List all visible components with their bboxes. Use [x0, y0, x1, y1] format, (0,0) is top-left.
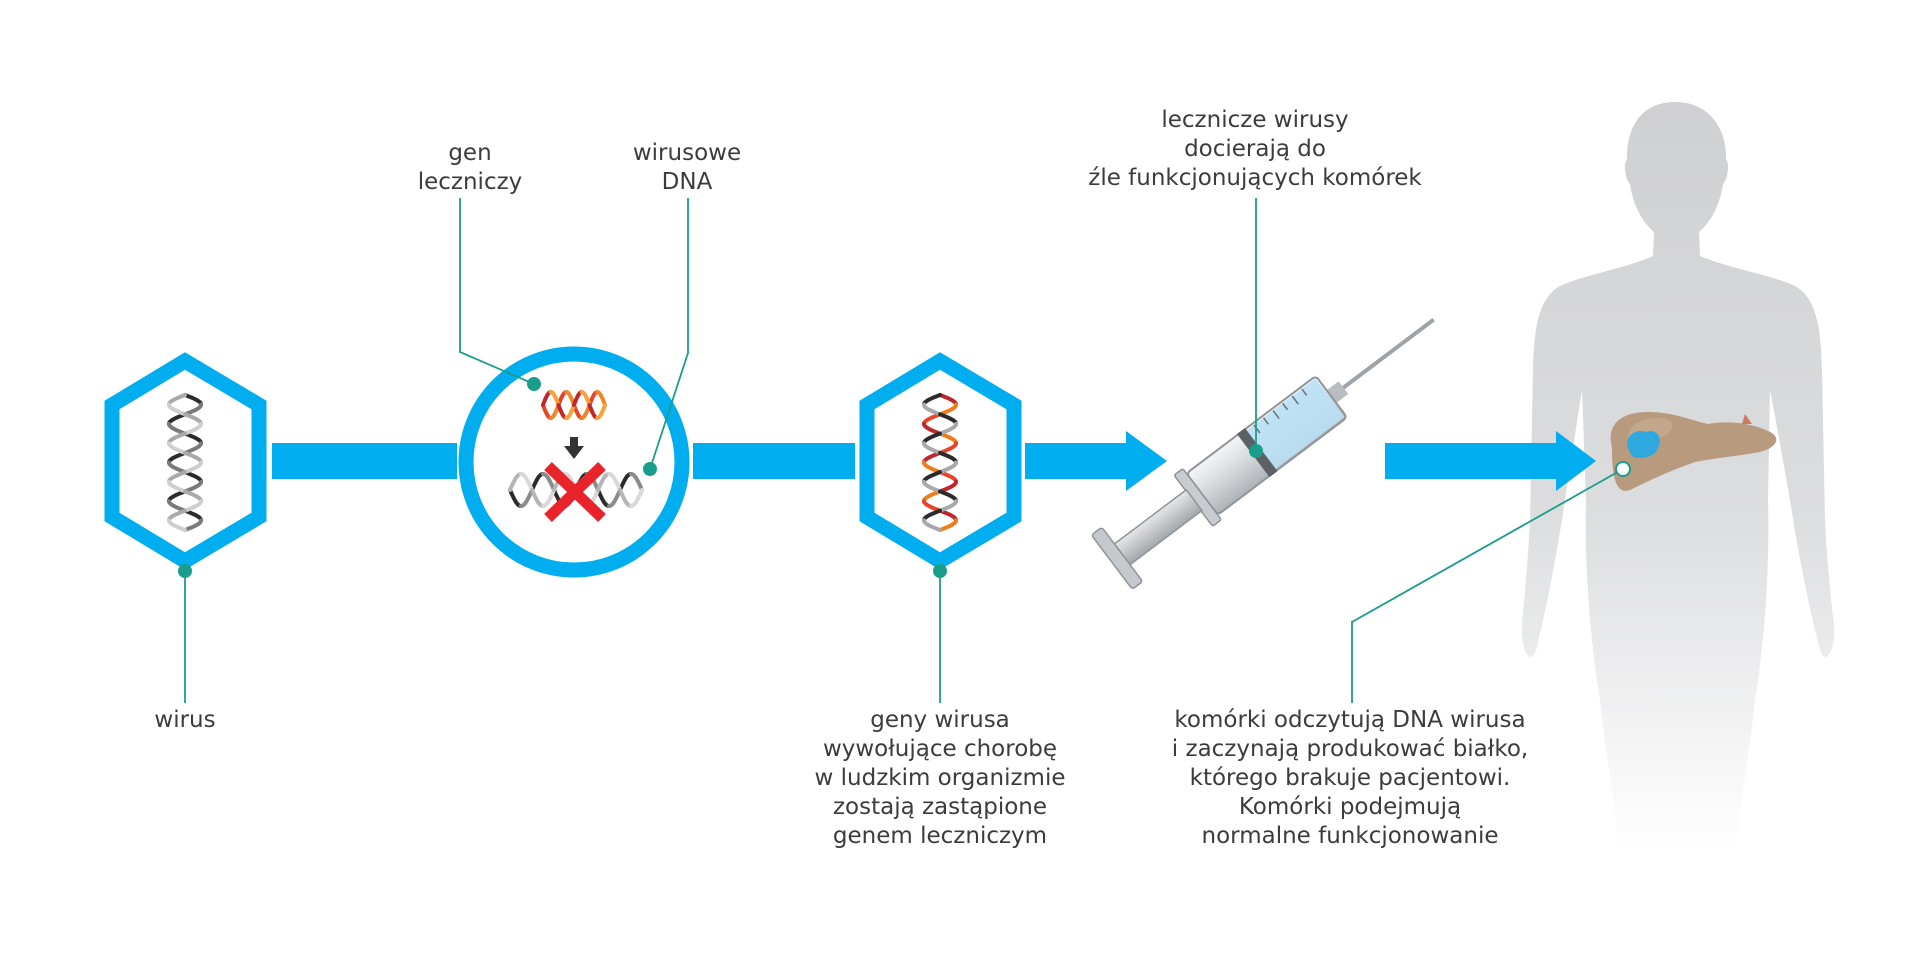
connector-bar-1 — [272, 443, 457, 479]
red-x-icon — [544, 462, 606, 522]
magnifier-circle-icon — [458, 346, 690, 578]
modified-dna-helix-icon — [922, 393, 958, 532]
virus-hexagon-icon — [104, 352, 267, 570]
label-viruses-reach-cells: lecznicze wirusy docierają do źle funkcj… — [1088, 107, 1422, 191]
syringe-icon — [1091, 318, 1435, 589]
leader-cells-line — [1351, 468, 1624, 703]
leader-viral-dna — [649, 198, 689, 470]
modified-virus-hexagon-icon — [859, 352, 1022, 570]
label-replaced-genes: geny wirusa wywołujące chorobę w ludzkim… — [814, 707, 1066, 849]
label-therapeutic-gene: gen leczniczy — [417, 140, 523, 195]
leader-dots — [178, 377, 1631, 578]
liver-icon — [1610, 412, 1777, 491]
label-virus: wirus — [154, 707, 216, 733]
leader-lines — [184, 198, 1624, 703]
dna-helix-icon — [167, 393, 203, 532]
arrow-to-syringe — [1025, 431, 1167, 491]
human-silhouette-icon — [1521, 102, 1835, 850]
therapeutic-gene-helix-icon — [541, 390, 607, 420]
connector-bar-2 — [693, 443, 855, 479]
label-cells-produce-protein: komórki odczytują DNA wirusa i zaczynają… — [1171, 707, 1529, 849]
arrow-to-body — [1385, 431, 1596, 491]
label-viral-dna: wirusowe DNA — [632, 140, 742, 195]
leader-gene — [459, 198, 535, 385]
down-arrow-icon — [564, 437, 584, 459]
